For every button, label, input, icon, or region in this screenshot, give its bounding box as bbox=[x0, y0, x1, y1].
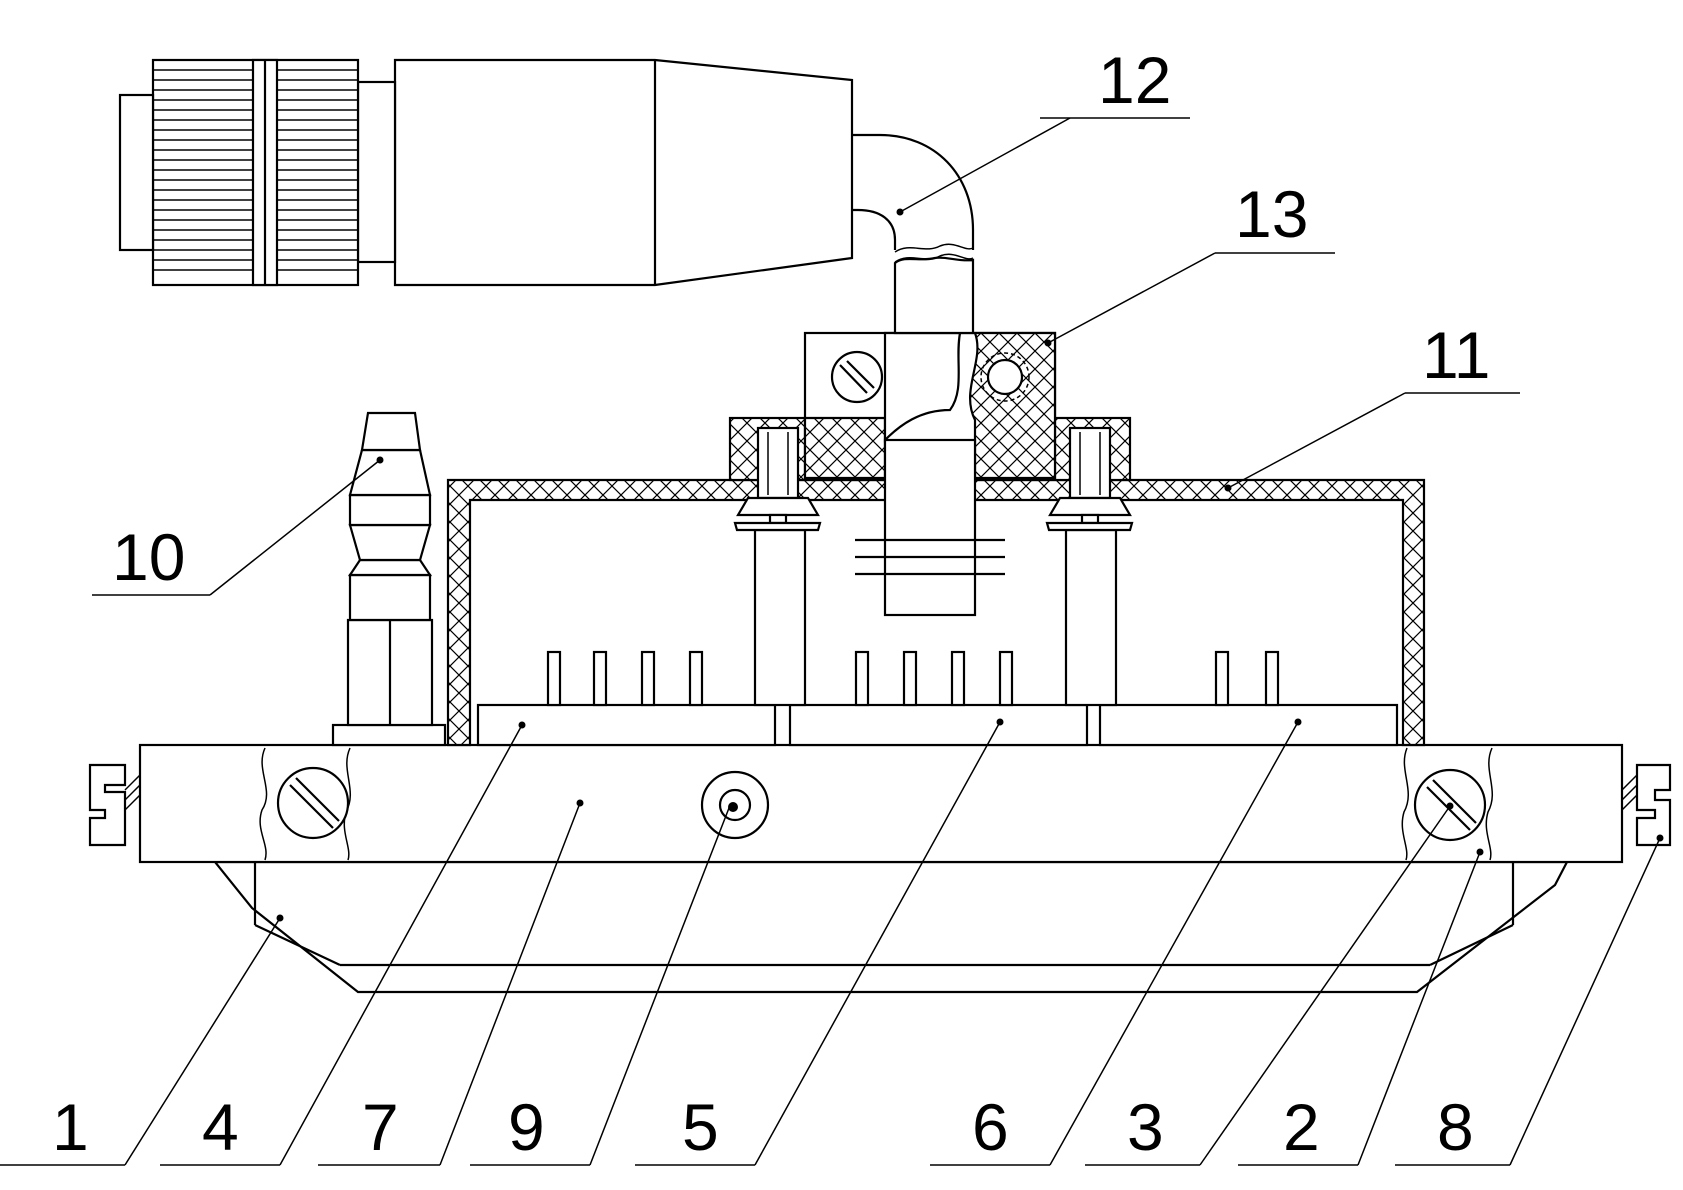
terminal-block-center bbox=[788, 650, 1089, 747]
callout-8: 8 bbox=[1437, 1090, 1474, 1164]
center-port bbox=[700, 770, 770, 840]
connector-cable bbox=[852, 133, 975, 335]
leader-lines bbox=[0, 117, 1664, 1166]
connector-knurling bbox=[153, 58, 358, 287]
callout-7: 7 bbox=[362, 1090, 399, 1164]
callout-1: 1 bbox=[52, 1090, 89, 1164]
cover-box bbox=[446, 478, 1426, 747]
callout-13: 13 bbox=[1235, 177, 1308, 251]
terminal-block-right bbox=[1098, 650, 1399, 747]
cover-screw-left bbox=[733, 426, 822, 532]
callout-labels: 12 13 11 10 1 4 7 9 5 6 3 2 8 bbox=[52, 43, 1491, 1164]
cover-screw-right bbox=[1045, 426, 1134, 532]
lower-tray bbox=[212, 860, 1569, 994]
cable-clamp bbox=[803, 331, 1057, 480]
standoff-right bbox=[1064, 528, 1118, 707]
callout-5: 5 bbox=[682, 1090, 719, 1164]
terminal-block-left bbox=[476, 650, 777, 747]
hose-barb-fitting bbox=[331, 411, 447, 747]
connector-body bbox=[118, 58, 854, 287]
base-screw-left bbox=[276, 766, 350, 840]
callout-11: 11 bbox=[1422, 318, 1491, 392]
callout-3: 3 bbox=[1127, 1090, 1164, 1164]
right-side-clamp bbox=[1621, 763, 1672, 847]
callout-12: 12 bbox=[1098, 43, 1171, 117]
callout-4: 4 bbox=[202, 1090, 239, 1164]
cable-sleeve bbox=[855, 438, 1005, 617]
base-plate bbox=[138, 743, 1624, 864]
callout-2: 2 bbox=[1283, 1090, 1320, 1164]
standoff-left bbox=[753, 528, 807, 707]
left-side-clamp bbox=[88, 763, 141, 847]
callout-9: 9 bbox=[508, 1090, 545, 1164]
callout-6: 6 bbox=[972, 1090, 1009, 1164]
callout-10: 10 bbox=[112, 520, 185, 594]
